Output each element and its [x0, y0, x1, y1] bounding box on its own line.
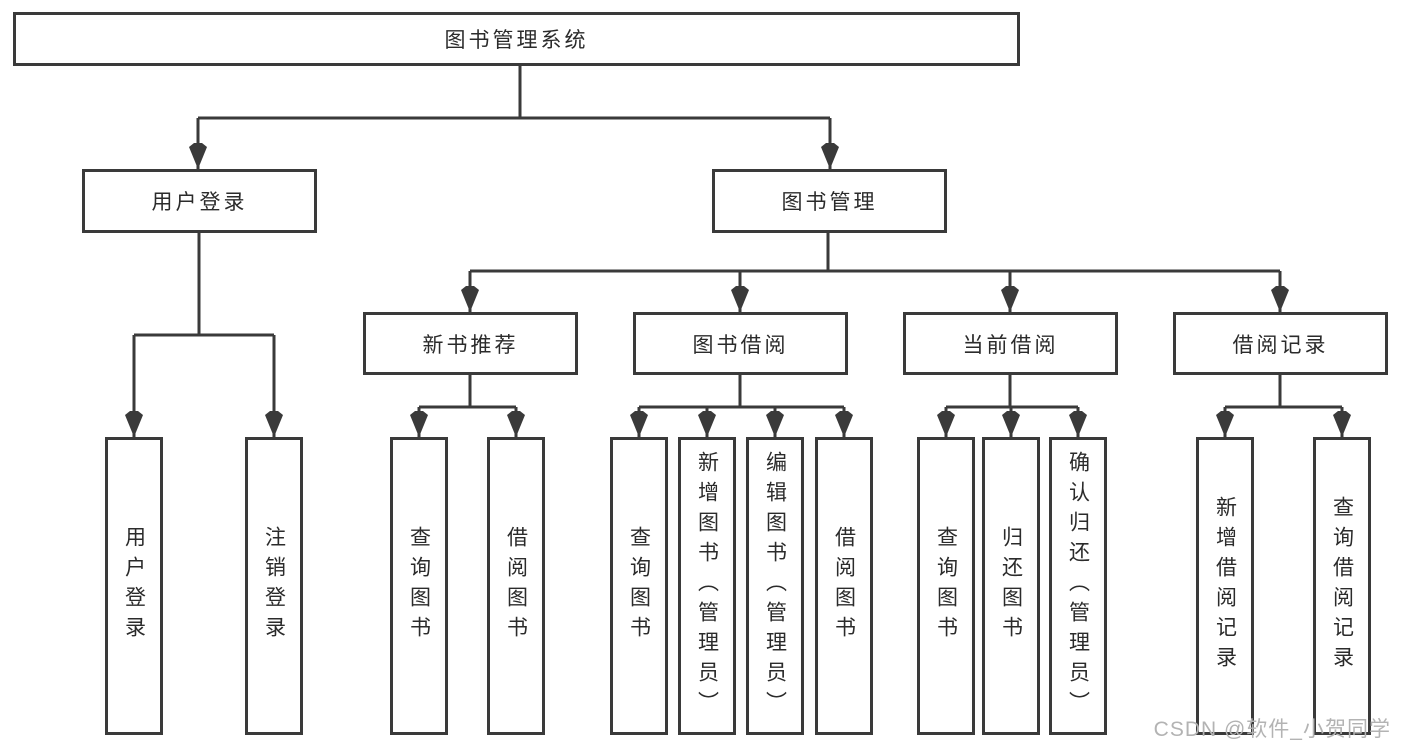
leaf-query-books-borrowing: 查询图书 [610, 437, 668, 735]
leaf-borrow-books-recommend: 借阅图书 [487, 437, 545, 735]
watermark: CSDN @软件_小贺同学 [1153, 718, 1391, 741]
leaf-label: 新增图书（管理员） [695, 451, 719, 721]
leaf-label: 查询借阅记录 [1330, 496, 1354, 676]
leaf-query-books-current: 查询图书 [917, 437, 975, 735]
node-user-login-branch: 用户登录 [82, 169, 317, 233]
leaf-label: 新增借阅记录 [1213, 496, 1237, 676]
connector-book-borrowing-to-leaves [630, 375, 853, 437]
leaf-label: 查询图书 [934, 526, 958, 646]
leaf-label: 查询图书 [407, 526, 431, 646]
connector-current-borrowing-to-leaves [937, 375, 1087, 437]
leaf-borrow-books-borrowing: 借阅图书 [815, 437, 873, 735]
connector-user-login-to-leaves [125, 233, 283, 437]
connector-new-book-recommend-to-leaves [410, 375, 525, 437]
leaf-query-borrow-record: 查询借阅记录 [1313, 437, 1371, 735]
node-new-book-recommend: 新书推荐 [363, 312, 578, 375]
leaf-label: 查询图书 [627, 526, 651, 646]
node-book-borrowing: 图书借阅 [633, 312, 848, 375]
leaf-label: 归还图书 [999, 526, 1023, 646]
leaf-logout: 注销登录 [245, 437, 303, 735]
node-current-borrowing: 当前借阅 [903, 312, 1118, 375]
leaf-edit-book-admin: 编辑图书（管理员） [746, 437, 804, 735]
leaf-return-books: 归还图书 [982, 437, 1040, 735]
leaf-label: 确认归还（管理员） [1066, 451, 1090, 721]
connector-book-management-to-level3 [461, 233, 1289, 312]
connector-borrowing-records-to-leaves [1216, 375, 1351, 437]
connector-root-to-level2 [189, 66, 839, 169]
leaf-query-books-recommend: 查询图书 [390, 437, 448, 735]
leaf-add-book-admin: 新增图书（管理员） [678, 437, 736, 735]
leaf-label: 借阅图书 [504, 526, 528, 646]
leaf-add-borrow-record: 新增借阅记录 [1196, 437, 1254, 735]
leaf-label: 借阅图书 [832, 526, 856, 646]
node-borrowing-records: 借阅记录 [1173, 312, 1388, 375]
leaf-label: 注销登录 [262, 526, 286, 646]
leaf-user-login: 用户登录 [105, 437, 163, 735]
leaf-label: 用户登录 [122, 526, 146, 646]
node-book-management: 图书管理 [712, 169, 947, 233]
leaf-label: 编辑图书（管理员） [763, 451, 787, 721]
node-root: 图书管理系统 [13, 12, 1020, 66]
leaf-confirm-return-admin: 确认归还（管理员） [1049, 437, 1107, 735]
